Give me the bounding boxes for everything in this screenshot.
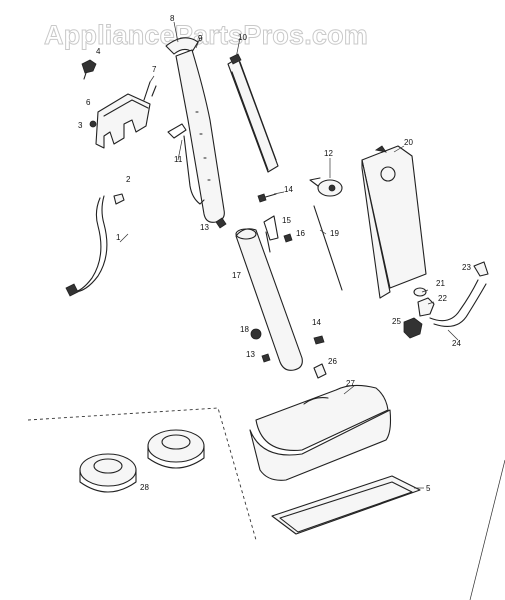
callout-27: 27	[346, 379, 355, 388]
callout-10: 10	[238, 33, 247, 42]
part-handle-bracket-6	[95, 93, 151, 149]
callout-13-upper: 13	[200, 223, 209, 232]
callout-8: 8	[170, 14, 175, 23]
part-cord-clip-12	[309, 177, 343, 197]
callout-11: 11	[174, 155, 183, 164]
callout-1: 1	[116, 233, 121, 242]
part-strip-10	[227, 53, 279, 173]
callout-13-lower: 13	[246, 350, 255, 359]
part-nut-18	[250, 328, 262, 340]
callout-2: 2	[126, 175, 131, 184]
part-lower-handle-17	[235, 228, 303, 371]
part-screw-14-upper	[257, 193, 277, 203]
watermark-logo: AppliancePartsPros.com	[44, 20, 368, 50]
page-edge-line	[469, 459, 505, 600]
part-elbow-23	[473, 261, 489, 277]
callout-20: 20	[404, 138, 413, 147]
part-screw-3	[89, 120, 97, 128]
part-clip-26	[313, 363, 327, 379]
callout-19: 19	[330, 229, 339, 238]
callout-28: 28	[140, 483, 149, 492]
part-plug-2	[113, 193, 125, 205]
callout-7: 7	[152, 65, 157, 74]
leader-lines	[119, 21, 459, 489]
callout-5: 5	[426, 484, 431, 493]
callout-16: 16	[296, 229, 305, 238]
part-screws-7	[143, 81, 157, 101]
part-screw-14-lower	[313, 335, 325, 345]
part-reservoir-tank-20	[361, 145, 427, 299]
callout-18: 18	[240, 325, 249, 334]
callout-12: 12	[324, 149, 333, 158]
callout-6: 6	[86, 98, 91, 107]
part-hose-24	[429, 279, 487, 327]
callout-24: 24	[452, 339, 461, 348]
callout-14-upper: 14	[284, 185, 293, 194]
callout-26: 26	[328, 357, 337, 366]
callout-3: 3	[78, 121, 83, 130]
part-clip-4	[81, 59, 97, 80]
callout-23: 23	[462, 263, 471, 272]
part-fitting-21	[413, 287, 427, 297]
part-bracket-15	[263, 215, 279, 241]
callout-17: 17	[232, 271, 241, 280]
part-tray-5	[271, 475, 421, 535]
callout-14-lower: 14	[312, 318, 321, 327]
part-brushes-28	[79, 429, 205, 493]
callout-15: 15	[282, 216, 291, 225]
part-cap-25	[403, 317, 423, 339]
part-motor-housing-27	[249, 384, 392, 481]
callout-4: 4	[96, 47, 101, 56]
callout-25: 25	[392, 317, 401, 326]
part-upper-handle-8	[165, 37, 225, 223]
part-cord-hook-11	[167, 123, 205, 205]
part-rod-19	[313, 205, 343, 291]
callout-22: 22	[438, 294, 447, 303]
callout-9: 9	[198, 34, 203, 43]
dashed-boundary	[27, 407, 257, 541]
part-power-cord-1	[65, 195, 108, 297]
callout-labels: 8 4 7 9 6 3 10 11 2 1 12 20 14 13 15 16 …	[78, 14, 471, 493]
part-screw-13-upper	[215, 217, 227, 229]
part-nut-22	[417, 297, 435, 317]
part-screw-13-lower	[261, 353, 271, 363]
part-screw-16	[283, 233, 293, 243]
callout-21: 21	[436, 279, 445, 288]
